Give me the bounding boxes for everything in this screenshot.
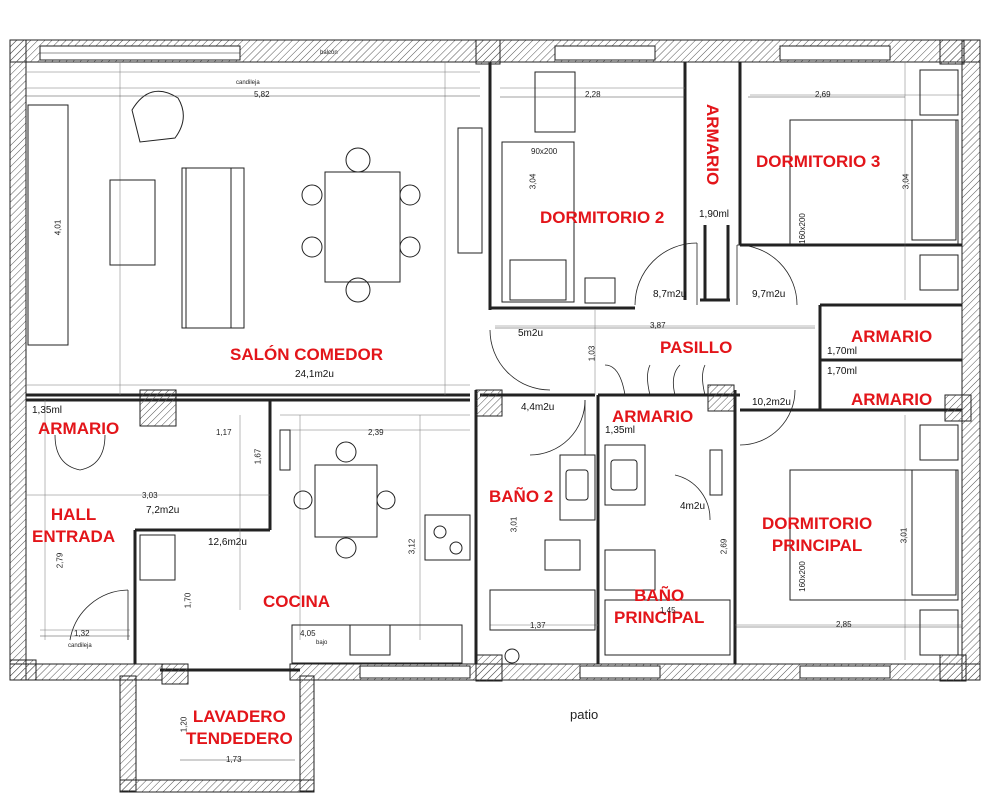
bed-double-label-2: 160x200 bbox=[797, 561, 807, 592]
dim-cocina-depth: 3,12 bbox=[407, 538, 417, 555]
master-bedroom-furniture bbox=[789, 424, 959, 656]
windows bbox=[39, 45, 891, 679]
dorm-principal-label-line: PRINCIPAL bbox=[771, 536, 863, 555]
doors bbox=[54, 242, 798, 641]
room-label-dorm-principal: DORMITORIO PRINCIPAL bbox=[762, 513, 872, 557]
candileja-annotation: candileja bbox=[68, 643, 92, 649]
room-label-dorm3: DORMITORIO 3 bbox=[756, 152, 881, 171]
bedroom3-furniture bbox=[789, 69, 959, 291]
dim-bano-principal-width: 1,45 bbox=[660, 606, 676, 615]
dim-lavadero-depth: 1,20 bbox=[179, 716, 189, 733]
room-label-salon: SALÓN COMEDOR bbox=[230, 345, 383, 364]
length-armario-hall: 1,35ml bbox=[32, 405, 63, 416]
room-label-bano-principal: BAÑO PRINCIPAL bbox=[614, 585, 704, 629]
dim-lavadero-width: 1,73 bbox=[226, 755, 242, 764]
dim-cocina-width: 2,39 bbox=[368, 428, 384, 437]
bed-double-label-1: 160x200 bbox=[797, 213, 807, 244]
living-furniture bbox=[27, 90, 483, 346]
dim-pasillo-width: 3,87 bbox=[650, 321, 666, 330]
hall-label-line: HALL bbox=[50, 505, 97, 524]
dim-dorm2-depth: 3,04 bbox=[528, 173, 538, 190]
patio-label: patio bbox=[570, 707, 599, 722]
dim-bano-principal-depth: 2,69 bbox=[719, 538, 729, 555]
bano-principal-label-line: PRINCIPAL bbox=[614, 608, 705, 627]
dim-bano2-depth: 3,01 bbox=[509, 516, 519, 533]
area-dorm-principal: 10,2m2u bbox=[752, 397, 791, 408]
room-label-dorm2: DORMITORIO 2 bbox=[540, 208, 665, 227]
reference-lines bbox=[26, 62, 962, 660]
dim-dorm2-width: 2,28 bbox=[585, 90, 601, 99]
dim-pasillo-depth: 1,03 bbox=[587, 345, 597, 362]
bedroom2-furniture bbox=[501, 71, 616, 304]
area-hall: 7,2m2u bbox=[146, 505, 180, 516]
room-label-bano2: BAÑO 2 bbox=[489, 487, 554, 506]
hall-label-line: ENTRADA bbox=[32, 527, 116, 546]
dim-salon-width: 5,82 bbox=[254, 90, 270, 99]
length-armario-d2d3: 1,90ml bbox=[699, 209, 730, 220]
length-armario-right1: 1,70ml bbox=[827, 346, 858, 357]
room-label-armario-right1: ARMARIO bbox=[851, 327, 933, 346]
lavadero-label-line: TENDEDERO bbox=[186, 729, 293, 748]
bajo-annotation: bajo bbox=[316, 640, 328, 646]
dimension-lines bbox=[26, 95, 962, 761]
dim-dorm3-depth: 3,04 bbox=[901, 173, 911, 190]
room-label-lavadero: LAVADERO TENDEDERO bbox=[186, 706, 293, 750]
dim-dorm-principal-depth: 3,01 bbox=[899, 527, 909, 544]
bed-single-label: 90x200 bbox=[531, 147, 558, 156]
dim-cocina-sub: 1,70 bbox=[183, 592, 193, 609]
dim-hall-depth-a: 1,67 bbox=[253, 448, 263, 465]
room-label-armario-bano: ARMARIO bbox=[612, 407, 694, 426]
area-cocina: 12,6m2u bbox=[208, 537, 247, 548]
room-label-cocina: COCINA bbox=[263, 592, 331, 611]
dim-hall-width-b: 3,03 bbox=[142, 491, 158, 500]
area-dorm3: 9,7m2u bbox=[752, 289, 786, 300]
dim-salon-depth: 4,01 bbox=[53, 219, 63, 236]
area-pasillo: 5m2u bbox=[518, 328, 544, 339]
length-armario-bano: 1,35ml bbox=[605, 425, 636, 436]
kitchen-furniture bbox=[139, 429, 471, 664]
dim-hall-width-a: 1,17 bbox=[216, 428, 232, 437]
dim-dorm3-width: 2,69 bbox=[815, 90, 831, 99]
room-label-armario-d2d3: ARMARIO bbox=[703, 104, 722, 186]
candileja-annotation: candileja bbox=[236, 80, 260, 86]
room-label-hall: HALL ENTRADA bbox=[32, 504, 115, 548]
bathroom-fixtures bbox=[489, 444, 731, 664]
room-label-armario-right2: ARMARIO bbox=[851, 390, 933, 409]
dim-dorm-principal-width: 2,85 bbox=[836, 620, 852, 629]
area-bano-principal: 4m2u bbox=[680, 501, 706, 512]
dim-bano2-width: 1,37 bbox=[530, 621, 546, 630]
length-armario-right2: 1,70ml bbox=[827, 366, 858, 377]
lavadero-label-line: LAVADERO bbox=[192, 707, 286, 726]
area-salon: 24,1m2u bbox=[295, 369, 334, 380]
dorm-principal-label-line: DORMITORIO bbox=[762, 514, 873, 533]
dim-cocina-bottom: 4,05 bbox=[300, 629, 316, 638]
room-label-armario-hall: ARMARIO bbox=[38, 419, 120, 438]
bano-principal-label-line: BAÑO bbox=[634, 586, 685, 605]
dim-entrance-width: 1,32 bbox=[74, 629, 90, 638]
room-label-pasillo: PASILLO bbox=[660, 338, 733, 357]
dim-hall-depth-b: 2,79 bbox=[55, 552, 65, 569]
area-dorm2: 8,7m2u bbox=[653, 289, 687, 300]
columns bbox=[9, 39, 972, 685]
area-bano2: 4,4m2u bbox=[521, 402, 555, 413]
balcony-annotation: balcón bbox=[320, 50, 338, 56]
